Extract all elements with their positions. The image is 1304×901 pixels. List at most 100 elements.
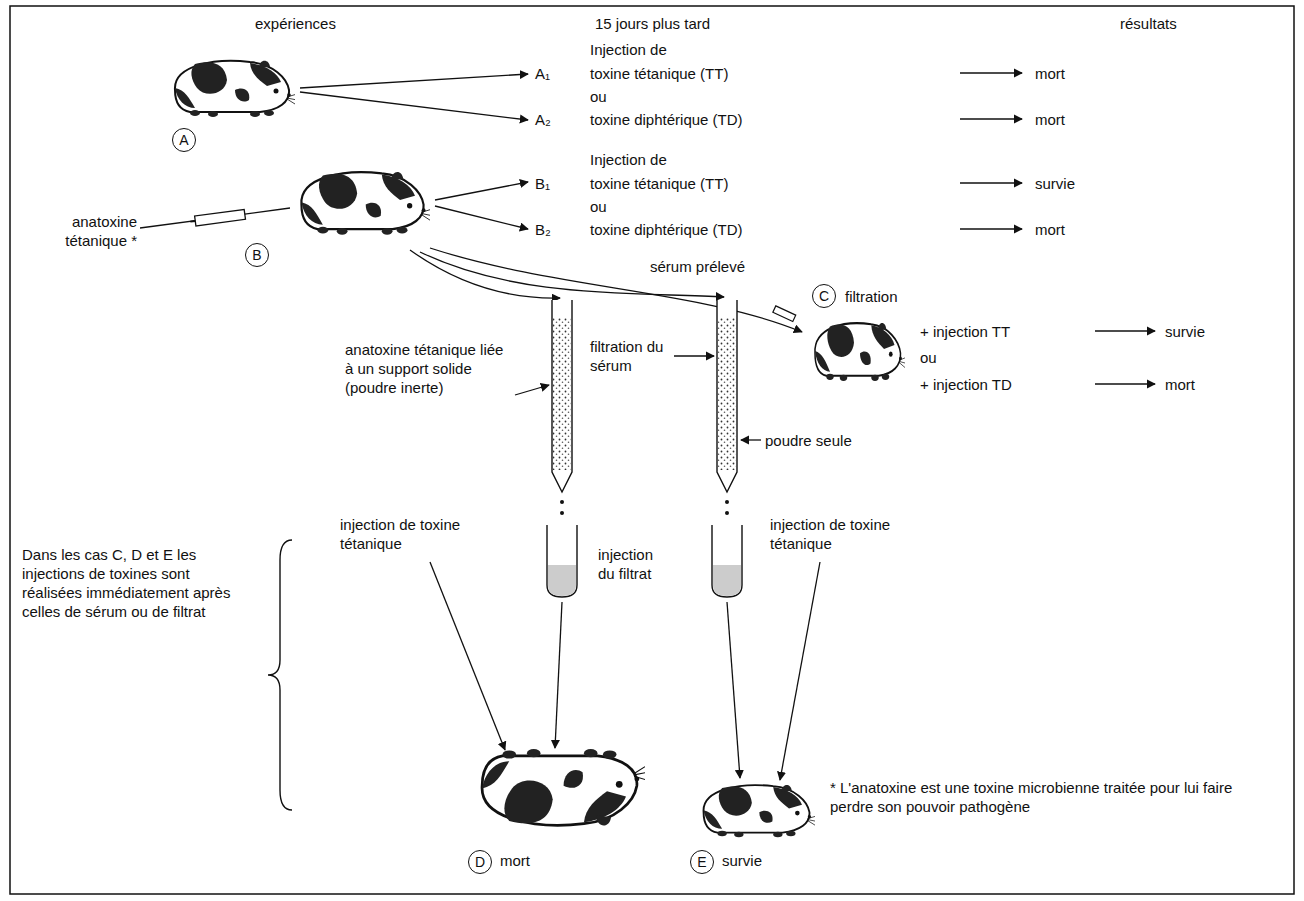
column-tube	[552, 300, 572, 492]
result-arrow	[960, 182, 1022, 183]
drop	[725, 500, 729, 504]
guinea-pig-a	[175, 61, 297, 117]
injection-arrow	[430, 562, 505, 750]
label-text: * L'anatoxine est une toxine microbienne…	[830, 779, 1232, 815]
label-text: ou	[920, 349, 937, 366]
frame	[10, 6, 1294, 894]
label-text: toxine tétanique (TT)	[590, 175, 728, 192]
label: toxine tétanique (TT)	[590, 174, 728, 193]
filtrate	[713, 565, 741, 596]
injection-arrow	[780, 562, 820, 780]
guinea-pig-e	[704, 785, 817, 837]
label: Injection de	[590, 40, 667, 59]
label: + injection TD	[920, 375, 1012, 394]
label: filtration du sérum	[590, 337, 670, 375]
syringe-barrel	[773, 306, 796, 322]
label: filtration	[845, 287, 898, 306]
experiment-circle: C	[812, 284, 836, 308]
label: * L'anatoxine est une toxine microbienne…	[830, 778, 1270, 816]
experiment-letter: E	[697, 854, 706, 870]
guinea-pig-d	[482, 749, 648, 825]
experiment-circle: A	[172, 128, 196, 152]
label-text: toxine diphtérique (TD)	[590, 111, 743, 128]
label: mort	[1165, 375, 1195, 394]
injection-arrow	[555, 602, 562, 748]
label-text: anatoxine tétanique *	[65, 213, 137, 249]
arrow	[435, 182, 528, 200]
label-text: survie	[1165, 323, 1205, 340]
label-text: anatoxine tétanique liée à un support so…	[345, 341, 503, 396]
label: injection de toxine tétanique	[340, 515, 470, 553]
column-tube	[717, 300, 737, 492]
label-text: Injection de	[590, 151, 667, 168]
collecting-tube	[712, 525, 742, 597]
label-text: mort	[1035, 111, 1065, 128]
label-text: survie	[1035, 175, 1075, 192]
serum-arrow	[430, 248, 802, 332]
label: survie	[1035, 174, 1075, 193]
dead-guinea-pig-d	[482, 749, 648, 825]
label: expériences	[255, 14, 336, 33]
label-text: poudre seule	[765, 432, 852, 449]
label: toxine tétanique (TT)	[590, 64, 728, 83]
label: 15 jours plus tard	[595, 14, 710, 33]
label: + injection TT	[920, 322, 1010, 341]
label: anatoxine tétanique *	[25, 212, 137, 250]
label: toxine diphtérique (TD)	[590, 220, 743, 239]
label-text: + injection TD	[920, 376, 1012, 393]
label-text: A₁	[535, 65, 550, 82]
label-text: survie	[722, 852, 762, 869]
label: ou	[590, 87, 607, 106]
label-text: B₂	[535, 221, 551, 238]
experiment-letter: C	[819, 288, 829, 304]
label: B₁	[535, 174, 550, 193]
label-text: Injection de	[590, 41, 667, 58]
label: mort	[1035, 64, 1065, 83]
label-text: filtration du sérum	[590, 338, 663, 374]
label: toxine diphtérique (TD)	[590, 110, 743, 129]
label: mort	[500, 851, 530, 870]
label-text: ou	[590, 88, 607, 105]
label: survie	[1165, 322, 1205, 341]
experiment-letter: B	[252, 247, 261, 263]
result-arrow	[960, 72, 1022, 73]
pointer-arrow	[741, 439, 761, 440]
label: ou	[920, 348, 937, 367]
label: survie	[722, 851, 762, 870]
experiment-circle: D	[468, 850, 492, 874]
syringe	[140, 208, 290, 228]
arrow	[300, 92, 528, 120]
syringe-c	[773, 306, 796, 322]
label-text: + injection TT	[920, 323, 1010, 340]
guinea-pig-c	[815, 323, 907, 381]
label: injection du filtrat	[598, 545, 673, 583]
label: Dans les cas C, D et E les injections de…	[22, 545, 247, 621]
pointer-arrow	[515, 385, 549, 395]
bracket	[268, 540, 292, 810]
label-text: toxine diphtérique (TD)	[590, 221, 743, 238]
result-arrow	[960, 228, 1022, 229]
bound-anatoxin-powder	[553, 318, 571, 470]
drop	[560, 511, 564, 515]
experiment-letter: A	[179, 132, 188, 148]
label-text: mort	[1035, 221, 1065, 238]
arrow	[300, 74, 528, 88]
arrow	[435, 206, 528, 229]
label-text: mort	[1035, 65, 1065, 82]
powder	[718, 318, 736, 470]
label: mort	[1035, 110, 1065, 129]
label-text: mort	[1165, 376, 1195, 393]
syringe-barrel	[195, 209, 246, 226]
label: anatoxine tétanique liée à un support so…	[345, 340, 510, 397]
pointer-arrow	[674, 355, 714, 356]
guinea-pig-b	[301, 172, 432, 235]
result-arrow	[1095, 330, 1155, 331]
label: sérum prélevé	[650, 257, 745, 276]
injection-arrow	[727, 602, 740, 778]
experiment-circle: E	[690, 850, 714, 874]
label-text: injection du filtrat	[598, 546, 653, 582]
collecting-tube	[547, 525, 577, 597]
label: B₂	[535, 220, 551, 239]
label-text: filtration	[845, 288, 898, 305]
